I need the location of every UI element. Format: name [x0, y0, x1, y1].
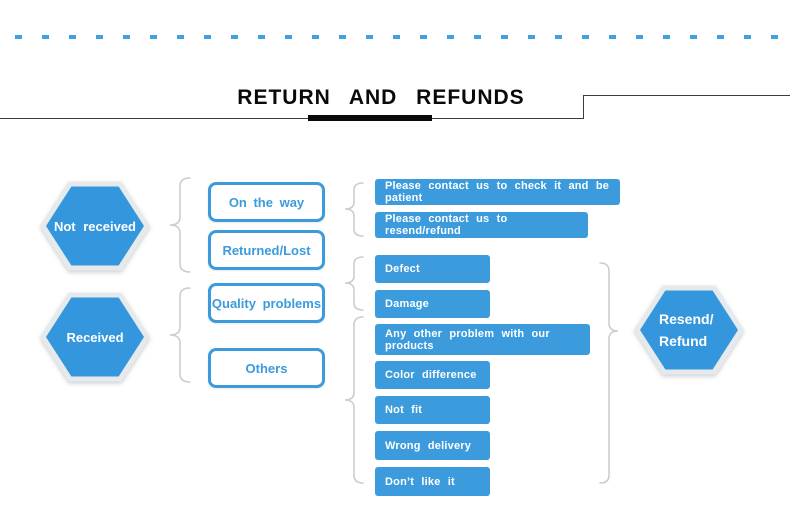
hexagon-not-received: Not received	[39, 179, 151, 273]
hexagon-received: Received	[39, 290, 151, 384]
header-rule-right	[583, 95, 790, 96]
hexagon-label: Resend/ Refund	[633, 283, 745, 377]
category-on-the-way: On the way	[208, 182, 325, 222]
tag-check-it-be-patient: Please contact us to check it and be pat…	[375, 179, 620, 205]
page-title: RETURN AND REFUNDS	[237, 86, 525, 109]
tag-any-other-problem: Any other problem with our products	[375, 324, 590, 355]
header-rule-left	[0, 118, 583, 119]
result-line-1: Resend/	[659, 311, 714, 327]
category-returned-lost: Returned/Lost	[208, 230, 325, 270]
brace-not-received	[169, 177, 191, 273]
tag-not-fit: Not fit	[375, 396, 490, 424]
tag-damage: Damage	[375, 290, 490, 318]
hexagon-label: Not received	[53, 218, 137, 234]
result-line-2: Refund	[659, 333, 708, 349]
header-rule-step	[583, 95, 584, 119]
tag-wrong-delivery: Wrong delivery	[375, 431, 490, 460]
hexagon-label: Received	[66, 329, 124, 345]
brace-on-the-way	[344, 182, 364, 237]
brace-resend-refund	[599, 262, 619, 484]
tag-defect: Defect	[375, 255, 490, 283]
title-underline	[308, 115, 432, 121]
brace-quality-problems	[344, 256, 364, 311]
category-others: Others	[208, 348, 325, 388]
category-quality-problems: Quality problems	[208, 283, 325, 323]
hexagon-resend-refund: Resend/ Refund	[633, 283, 745, 377]
tag-dont-like-it: Don’t like it	[375, 467, 490, 496]
tag-color-difference: Color difference	[375, 361, 490, 389]
brace-received	[169, 287, 191, 383]
brace-others	[344, 316, 364, 484]
hexagon-shape	[634, 285, 744, 375]
tag-resend-refund-contact: Please contact us to resend/refund	[375, 212, 588, 238]
dotted-divider	[15, 35, 780, 39]
hexagon-shape	[40, 292, 150, 382]
hexagon-shape	[40, 181, 150, 271]
